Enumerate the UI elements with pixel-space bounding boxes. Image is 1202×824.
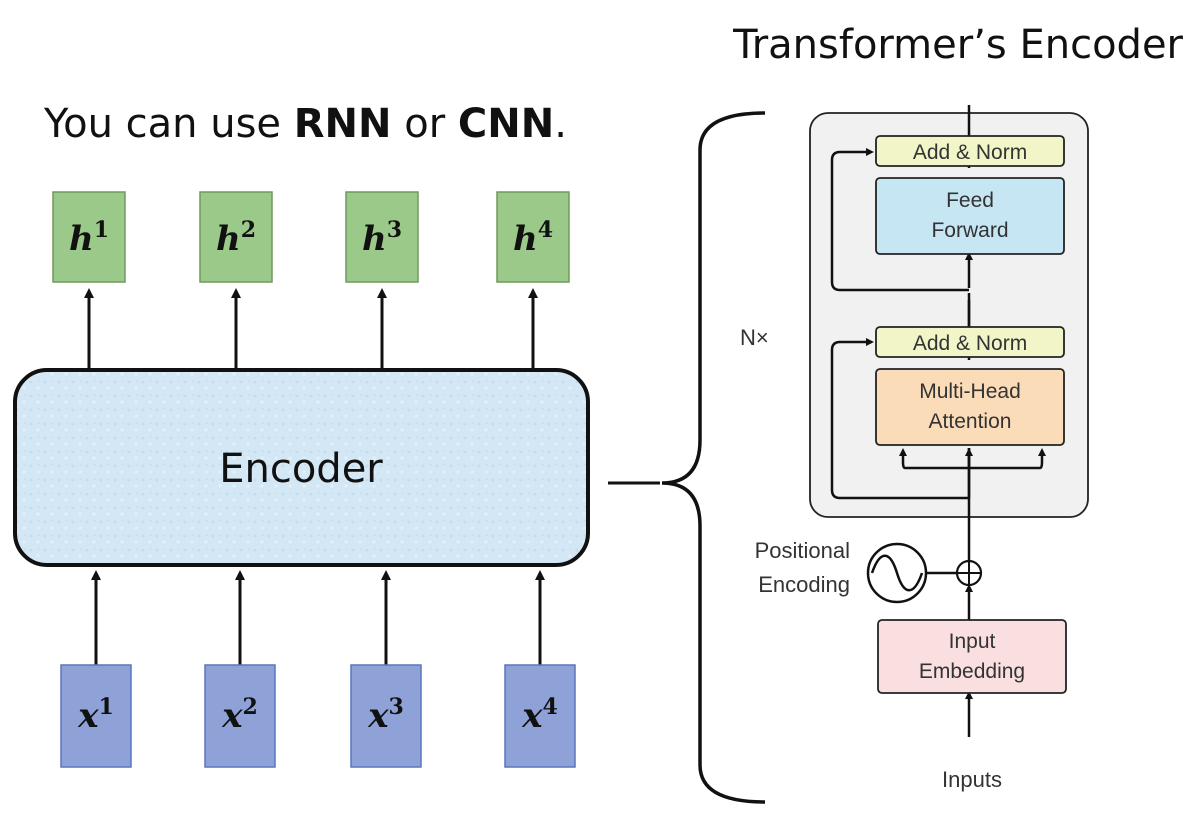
nx-label: N× <box>740 325 769 350</box>
add-norm-bottom: Add & Norm <box>875 326 1065 358</box>
input-x3-base: x <box>367 696 389 736</box>
input-embedding-line2: Embedding <box>919 660 1025 683</box>
input-embedding-line1: Input <box>949 630 996 653</box>
positional-encoding-line2: Encoding <box>758 572 850 597</box>
encoder-label: Encoder <box>219 446 383 492</box>
svg-text:x2: x2 <box>221 694 258 736</box>
nx-block <box>809 112 1089 518</box>
output-arrows <box>84 288 538 370</box>
output-h1-base: h <box>69 219 94 259</box>
input-x3-sup: 3 <box>388 694 403 720</box>
input-x2-sup: 2 <box>242 694 257 720</box>
output-h3-sup: 3 <box>387 217 402 243</box>
output-h4-sup: 4 <box>538 217 553 243</box>
subtitle-suffix: . <box>554 101 567 147</box>
svg-text:h4: h4 <box>513 217 553 259</box>
sine-wave-icon <box>866 542 956 604</box>
subtitle-prefix: You can use <box>43 101 294 147</box>
output-box-h2: h2 <box>199 191 273 283</box>
svg-text:h1: h1 <box>69 217 109 259</box>
subtitle-rnn: RNN <box>294 101 392 147</box>
input-arrows <box>91 570 545 665</box>
input-x1-sup: 1 <box>98 694 113 720</box>
svg-text:h3: h3 <box>362 217 402 259</box>
output-box-h3: h3 <box>345 191 419 283</box>
output-h2-base: h <box>216 219 241 259</box>
attention-line1: Multi-Head <box>919 380 1021 403</box>
subtitle-cnn: CNN <box>458 101 554 147</box>
output-h4-base: h <box>513 219 538 259</box>
input-boxes: x1 x2 x3 x4 <box>60 664 576 768</box>
output-h2-sup: 2 <box>241 217 256 243</box>
feed-forward-line1: Feed <box>946 189 994 212</box>
attention-line2: Attention <box>929 410 1012 433</box>
input-box-x2: x2 <box>204 664 276 768</box>
curly-brace <box>661 111 766 804</box>
add-circle-icon <box>955 559 983 587</box>
input-x1-base: x <box>77 696 99 736</box>
add-norm-bottom-label: Add & Norm <box>913 332 1027 355</box>
svg-text:x3: x3 <box>367 694 404 736</box>
input-x4-base: x <box>521 696 543 736</box>
subtitle: You can use RNN or CNN. <box>43 101 567 147</box>
output-boxes: h1 h2 h3 h4 <box>52 191 570 283</box>
input-box-x4: x4 <box>504 664 576 768</box>
output-h3-base: h <box>362 219 387 259</box>
output-box-h1: h1 <box>52 191 126 283</box>
inputs-label: Inputs <box>942 767 1002 792</box>
input-x4-sup: 4 <box>542 694 557 720</box>
svg-text:h2: h2 <box>216 217 256 259</box>
output-box-h4: h4 <box>496 191 570 283</box>
add-norm-top: Add & Norm <box>875 135 1065 167</box>
svg-text:x1: x1 <box>77 694 114 736</box>
input-box-x3: x3 <box>350 664 422 768</box>
feed-forward-line2: Forward <box>931 219 1008 242</box>
svg-text:x4: x4 <box>521 694 558 736</box>
transformer-encoder-diagram: N× Add & Norm <box>740 105 1089 792</box>
output-h1-sup: 1 <box>94 217 109 243</box>
add-norm-top-label: Add & Norm <box>913 141 1027 164</box>
input-box-x1: x1 <box>60 664 132 768</box>
encoder-block: Encoder <box>13 368 590 567</box>
subtitle-middle: or <box>392 101 458 147</box>
positional-encoding-line1: Positional <box>755 538 850 563</box>
transformer-title: Transformer’s Encoder <box>732 22 1183 68</box>
input-x2-base: x <box>221 696 243 736</box>
